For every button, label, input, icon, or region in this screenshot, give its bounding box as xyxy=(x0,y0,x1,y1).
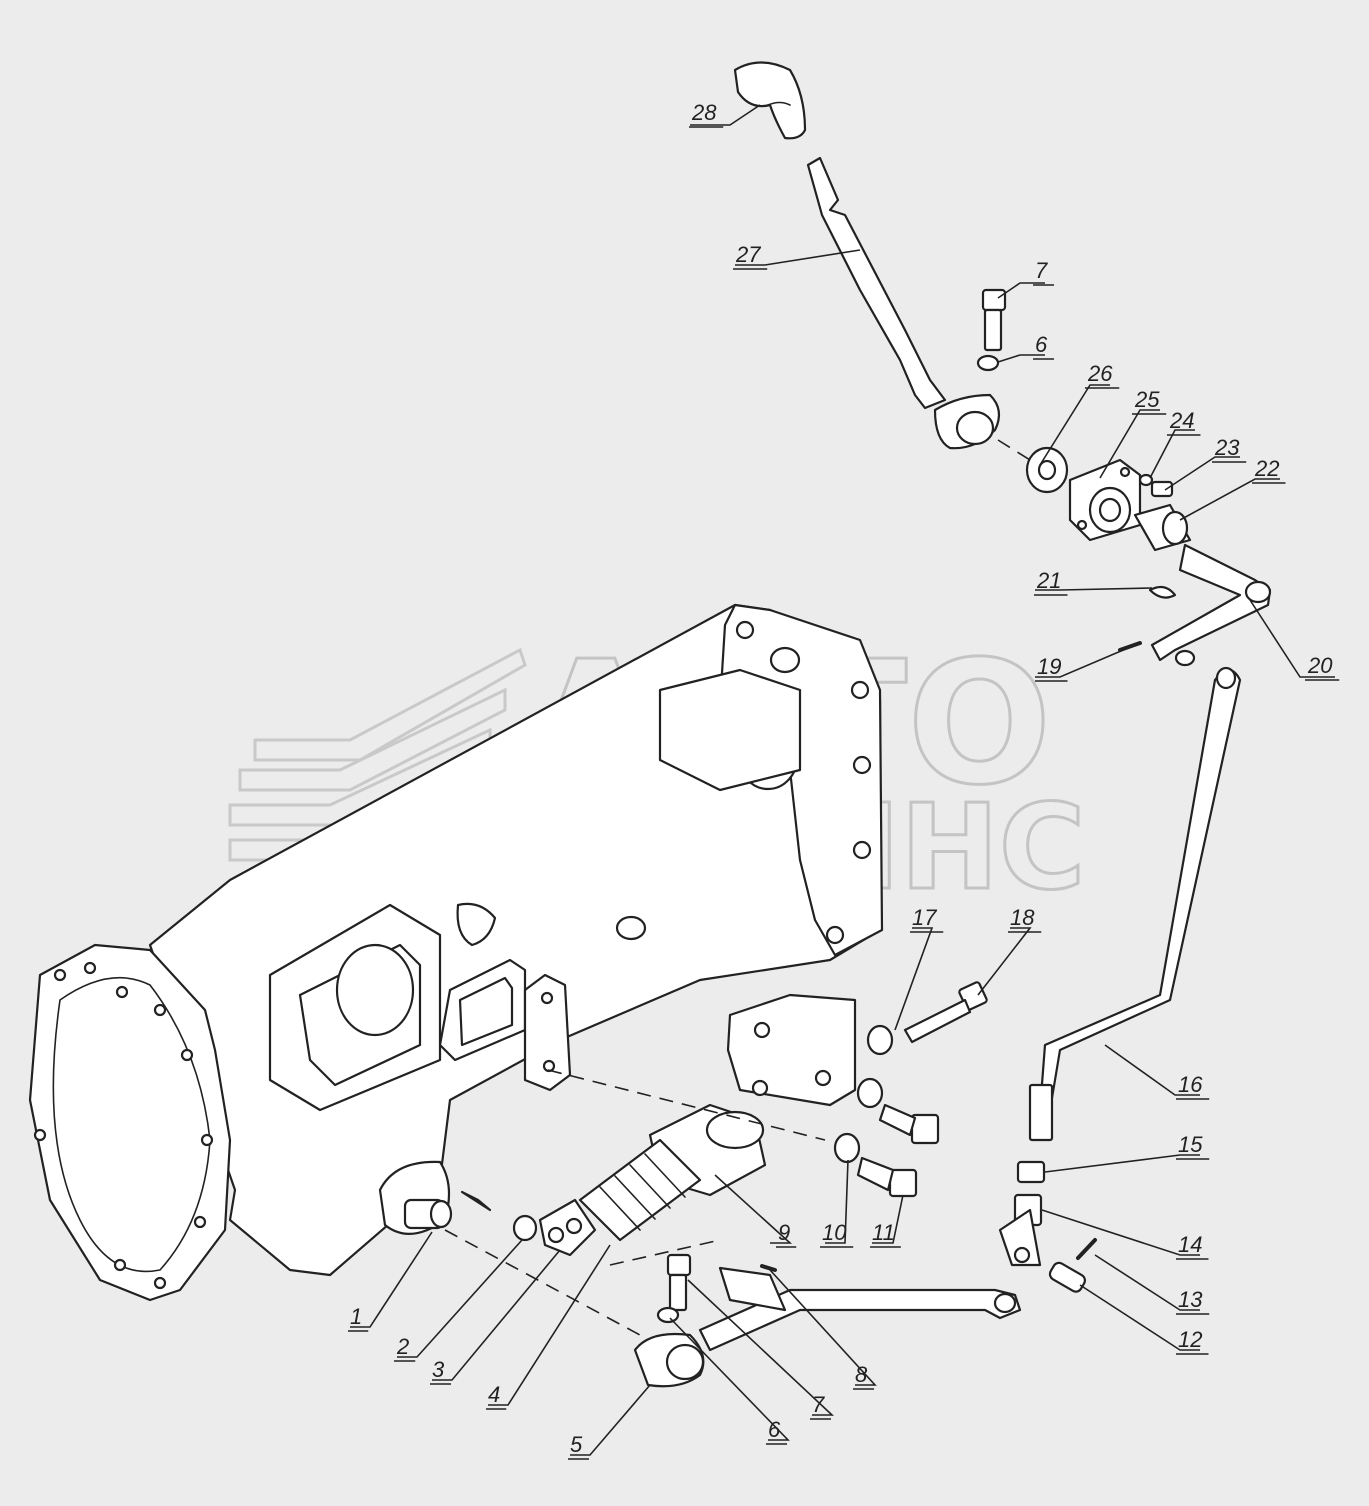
callout-23: 23 xyxy=(1214,435,1240,460)
part-6-lower-washer xyxy=(656,1306,680,1324)
callout-labels: 28 27 7 6 26 25 24 23 22 21 19 20 17 18 … xyxy=(348,100,1340,1460)
part-17-nut xyxy=(866,1024,894,1056)
callout-6-lower: 6 xyxy=(768,1417,781,1442)
part-5-lever-clamp xyxy=(633,1332,705,1388)
part-10-washer-a xyxy=(856,1077,884,1109)
callout-5: 5 xyxy=(570,1432,583,1457)
callout-7-upper: 7 xyxy=(1035,258,1048,283)
callout-7-lower: 7 xyxy=(812,1392,825,1417)
part-22-bushing xyxy=(1133,503,1192,552)
callout-14: 14 xyxy=(1178,1232,1202,1257)
callout-16: 16 xyxy=(1178,1072,1203,1097)
part-8-pin xyxy=(760,1264,777,1272)
callout-12: 12 xyxy=(1178,1327,1202,1352)
part-2-washer xyxy=(512,1214,538,1242)
part-7-upper-bolt xyxy=(981,288,1007,352)
part-6-upper-washer xyxy=(976,354,1000,372)
callout-8: 8 xyxy=(855,1362,868,1387)
callout-15: 15 xyxy=(1178,1132,1203,1157)
callout-20: 20 xyxy=(1307,653,1333,678)
callout-13: 13 xyxy=(1178,1287,1203,1312)
callout-26: 26 xyxy=(1087,361,1113,386)
part-19-pin xyxy=(1118,641,1142,652)
part-20-shaft-lever xyxy=(1150,543,1272,667)
callout-25: 25 xyxy=(1134,387,1160,412)
callout-3: 3 xyxy=(432,1357,445,1382)
part-28-knob xyxy=(733,61,807,140)
callout-6-upper: 6 xyxy=(1035,332,1048,357)
assembly-lines xyxy=(444,439,1031,1336)
part-11-bolt-b xyxy=(856,1156,918,1198)
callout-22: 22 xyxy=(1254,456,1279,481)
callout-4: 4 xyxy=(488,1382,500,1407)
part-23-bolt xyxy=(1150,480,1174,498)
callout-28: 28 xyxy=(691,100,717,125)
part-4-fork xyxy=(538,1198,597,1257)
part-15-nut xyxy=(1016,1160,1046,1184)
part-24-washer xyxy=(1138,473,1154,487)
callout-10: 10 xyxy=(822,1220,847,1245)
callout-18: 18 xyxy=(1010,905,1035,930)
part-18-bolt xyxy=(903,981,988,1044)
part-27-lever xyxy=(806,156,947,410)
part-21-key xyxy=(1148,585,1177,599)
part-13-pin xyxy=(1076,1238,1097,1260)
part-10-washer-b xyxy=(833,1132,861,1164)
gearbox-housing xyxy=(28,603,884,1302)
callout-2: 2 xyxy=(396,1334,409,1359)
callout-24: 24 xyxy=(1169,408,1194,433)
part-16-rod xyxy=(1028,666,1242,1142)
part-25-flange xyxy=(1068,458,1142,542)
callout-27: 27 xyxy=(735,242,761,267)
part-12-pin xyxy=(1048,1261,1086,1293)
callout-21: 21 xyxy=(1036,568,1061,593)
callout-1: 1 xyxy=(350,1304,362,1329)
callout-17: 17 xyxy=(912,905,937,930)
part-11-bolt-a xyxy=(878,1103,940,1145)
part-8-lever xyxy=(698,1266,1022,1352)
callout-11: 11 xyxy=(872,1220,895,1245)
callout-19: 19 xyxy=(1037,654,1061,679)
part-14-fork xyxy=(998,1193,1043,1267)
part-9-cylinder xyxy=(578,1103,767,1242)
callout-9: 9 xyxy=(778,1220,790,1245)
part-7-lower-bolt xyxy=(666,1253,692,1312)
leader-lines xyxy=(350,104,1335,1456)
bracket-plate xyxy=(726,993,857,1107)
